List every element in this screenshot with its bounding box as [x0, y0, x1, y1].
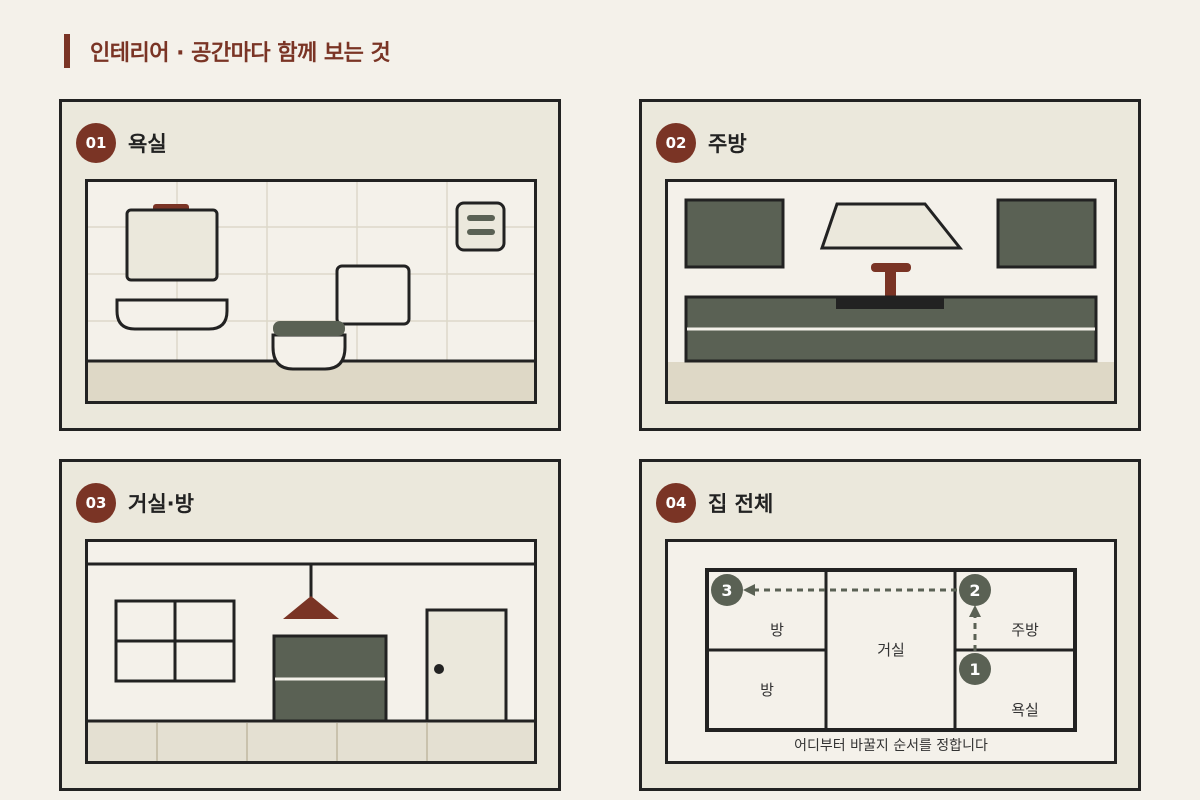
card-living-room: 03 거실·방 [59, 459, 561, 791]
page-header: 인테리어 · 공간마다 함께 보는 것 [64, 34, 391, 68]
cooktop [836, 297, 944, 309]
kitchen-illustration [665, 179, 1117, 404]
room-label: 거실 [877, 641, 905, 659]
card-title: 욕실 [128, 132, 167, 156]
room-label: 방 [760, 681, 774, 699]
svg-text:1: 1 [969, 660, 980, 679]
floorplan [705, 568, 1077, 732]
card-whole-house: 04 집 전체 방 방 거실 주방 욕실 [639, 459, 1141, 791]
upper-cabinet-right [996, 198, 1097, 269]
bathroom-illustration [85, 179, 537, 404]
card-header: 04 집 전체 [656, 483, 773, 523]
room-label: 방 [770, 621, 784, 639]
card-header: 03 거실·방 [76, 483, 194, 523]
card-number-badge: 03 [76, 483, 116, 523]
page-title: 인테리어 · 공간마다 함께 보는 것 [90, 41, 391, 66]
card-bathroom: 01 욕실 [59, 99, 561, 431]
door-icon [425, 608, 508, 723]
mirror-icon [125, 204, 219, 282]
cabinet-icon [272, 634, 388, 723]
card-title: 주방 [708, 132, 747, 156]
faucet-icon [871, 263, 911, 272]
sink-icon [115, 298, 229, 331]
step-marker-2: 2 [959, 574, 991, 606]
svg-text:2: 2 [969, 581, 980, 600]
card-title: 거실·방 [128, 492, 194, 516]
card-header: 02 주방 [656, 123, 747, 163]
floorplan-illustration: 방 방 거실 주방 욕실 1 2 3 [665, 539, 1117, 764]
step-marker-3: 3 [711, 574, 743, 606]
order-path [743, 584, 981, 651]
floor-planks [156, 723, 428, 761]
living-room-illustration [85, 539, 537, 764]
card-kitchen: 02 주방 [639, 99, 1141, 431]
upper-cabinet-left [684, 198, 785, 269]
card-number-badge: 01 [76, 123, 116, 163]
room-label: 욕실 [1011, 701, 1039, 719]
card-number-badge: 02 [656, 123, 696, 163]
range-hood-icon [819, 202, 964, 250]
svg-text:3: 3 [721, 581, 732, 600]
window-icon [114, 599, 236, 683]
card-header: 01 욕실 [76, 123, 167, 163]
step-marker-1: 1 [959, 653, 991, 685]
card-number-badge: 04 [656, 483, 696, 523]
vent-icon [455, 201, 506, 252]
card-title: 집 전체 [708, 492, 774, 516]
room-label: 주방 [1011, 621, 1039, 639]
floorplan-caption: 어디부터 바꿀지 순서를 정합니다 [794, 738, 988, 754]
pendant-lamp-icon [283, 565, 339, 619]
toilet-icon [271, 264, 411, 371]
header-accent-bar [64, 34, 70, 68]
